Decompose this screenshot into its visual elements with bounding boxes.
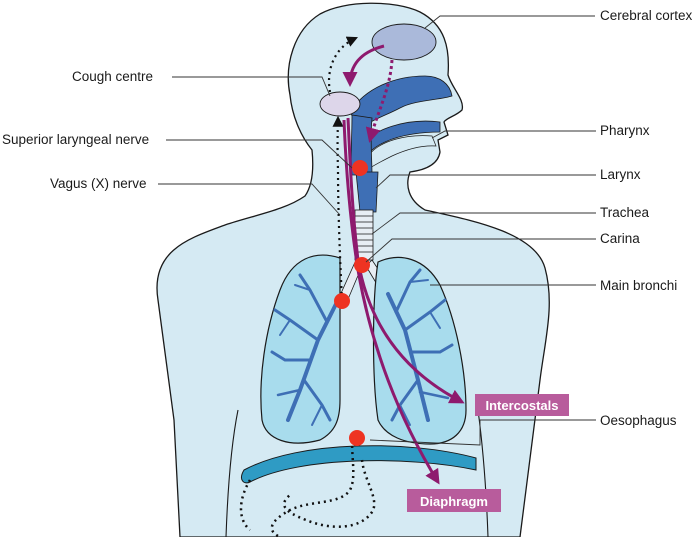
label-intercostals: Intercostals [486,398,559,413]
left-lung [260,254,341,444]
afferent-dotted-path [332,115,344,301]
label-carina: Carina [600,231,640,246]
diaphragm-tag: Diaphragm [407,489,501,512]
label-cerebral-cortex: Cerebral cortex [600,8,693,23]
receptor-bronchus [334,293,350,309]
right-arm-line [477,409,489,537]
nasal-cavity [349,75,453,131]
label-pharynx: Pharynx [600,123,650,138]
cortex-to-centre-arrow [342,44,385,87]
cortex-dotted-purple [365,59,394,143]
left-arm-line [225,409,239,537]
label-oesophagus: Oesophagus [600,413,677,428]
stomach-dotted-lower [239,479,252,531]
label-larynx: Larynx [600,167,641,182]
larynx-shape [355,171,379,213]
tongue [367,135,437,169]
label-diaphragm: Diaphragm [420,494,488,509]
label-vagus-nerve: Vagus (X) nerve [50,176,147,191]
left-bronchial-tree [270,273,340,426]
receptor-carina [354,257,370,273]
intercostals-tag: Intercostals [475,394,569,416]
label-main-bronchi: Main bronchi [600,278,677,293]
leader-lines [158,15,596,446]
label-cough-centre: Cough centre [72,69,153,84]
receptor-oesophagus [349,430,365,446]
efferent-to-diaphragm [342,119,440,485]
right-bronchial-tree [386,268,454,426]
label-superior-laryngeal-nerve: Superior laryngeal nerve [2,132,149,147]
label-trachea: Trachea [600,205,650,220]
cough-centre-shape [319,91,361,117]
receptor-larynx [352,160,368,176]
cerebral-cortex-shape [371,23,437,61]
stomach-dotted [283,459,376,528]
cortex-dotted-path [328,36,359,93]
